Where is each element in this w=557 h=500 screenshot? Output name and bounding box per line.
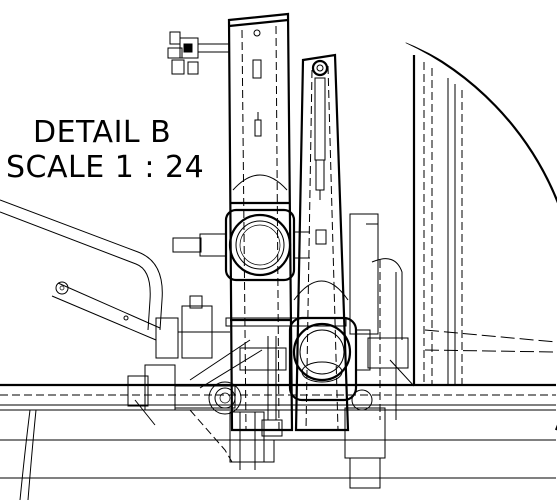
detail-title: DETAIL B <box>33 115 172 150</box>
left-equipment <box>127 295 347 470</box>
right-tapered-mast <box>294 53 350 432</box>
tall-mast <box>227 12 294 432</box>
left-arms <box>0 199 163 341</box>
lower-pipe-ring <box>288 280 373 411</box>
upper-valve-assembly <box>167 31 230 75</box>
bottom-deck <box>0 383 556 500</box>
right-bracket <box>344 213 415 489</box>
detail-boundary-arc <box>405 41 557 431</box>
upper-pipe-ring <box>172 174 327 282</box>
center-riser <box>261 336 283 437</box>
right-wall <box>412 55 557 386</box>
detail-scale: SCALE 1 : 24 <box>6 150 205 185</box>
